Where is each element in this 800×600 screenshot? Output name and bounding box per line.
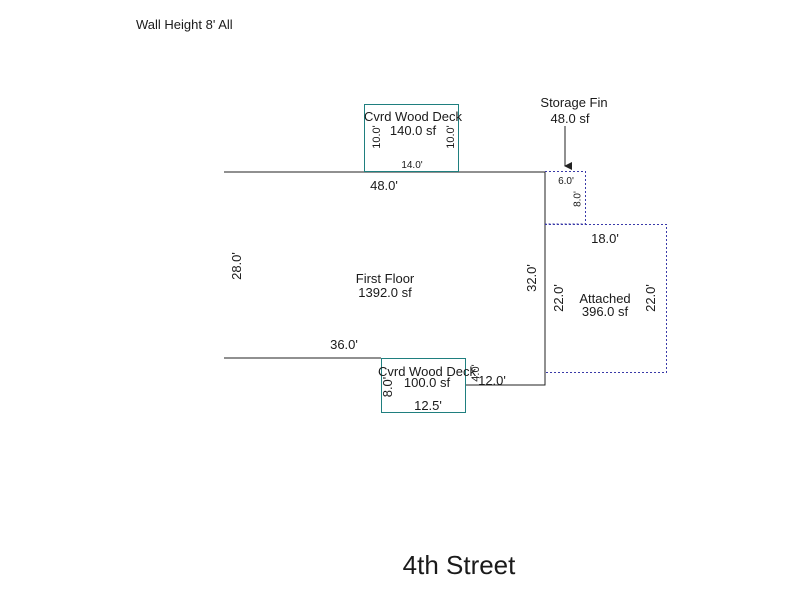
deck-top-dim-right: 10.0' [445, 125, 457, 149]
first-floor-name: First Floor [355, 271, 415, 286]
storage-dim-right: 8.0' [572, 191, 584, 207]
deck-top-outline [364, 104, 459, 172]
first-floor-dim-left: 28.0' [229, 252, 244, 280]
first-floor-area: 1392.0 sf [358, 285, 412, 300]
attached-dim-top: 18.0' [591, 231, 619, 246]
deck-bottom-dim-right: 4.0' [470, 364, 482, 382]
attached-area: 396.0 sf [581, 304, 629, 319]
deck-bottom-name: Cvrd Wood Deck [377, 364, 477, 379]
storage-area: 48.0 sf [550, 111, 590, 126]
attached-outline [545, 224, 667, 373]
first-floor-dim-right: 32.0' [524, 264, 539, 292]
attached-name: Attached [579, 291, 631, 306]
deck-top-name: Cvrd Wood Deck [363, 109, 463, 124]
attached-dim-left: 22.0' [551, 284, 566, 312]
attached-dim-right: 22.0' [643, 284, 658, 312]
street-label: 4th Street [402, 550, 516, 580]
deck-bottom-area: 100.0 sf [403, 375, 451, 390]
wall-height-note: Wall Height 8' All [136, 17, 233, 32]
storage-dim-top: 6.0' [558, 176, 574, 187]
deck-bottom-dim-left: 8.0' [380, 376, 395, 398]
first-floor-dim-top: 48.0' [370, 178, 398, 193]
deck-top-dim-bottom: 14.0' [401, 160, 423, 171]
deck-bottom-outline [381, 358, 466, 413]
deck-bottom-dim-bottom: 12.5' [414, 398, 442, 413]
first-floor-dim-bottom-right: 12.0' [478, 373, 506, 388]
first-floor-dim-bottom: 36.0' [330, 337, 358, 352]
deck-top-area: 140.0 sf [389, 123, 437, 138]
storage-name: Storage Fin [540, 95, 608, 110]
deck-top-dim-left: 10.0' [371, 125, 383, 149]
